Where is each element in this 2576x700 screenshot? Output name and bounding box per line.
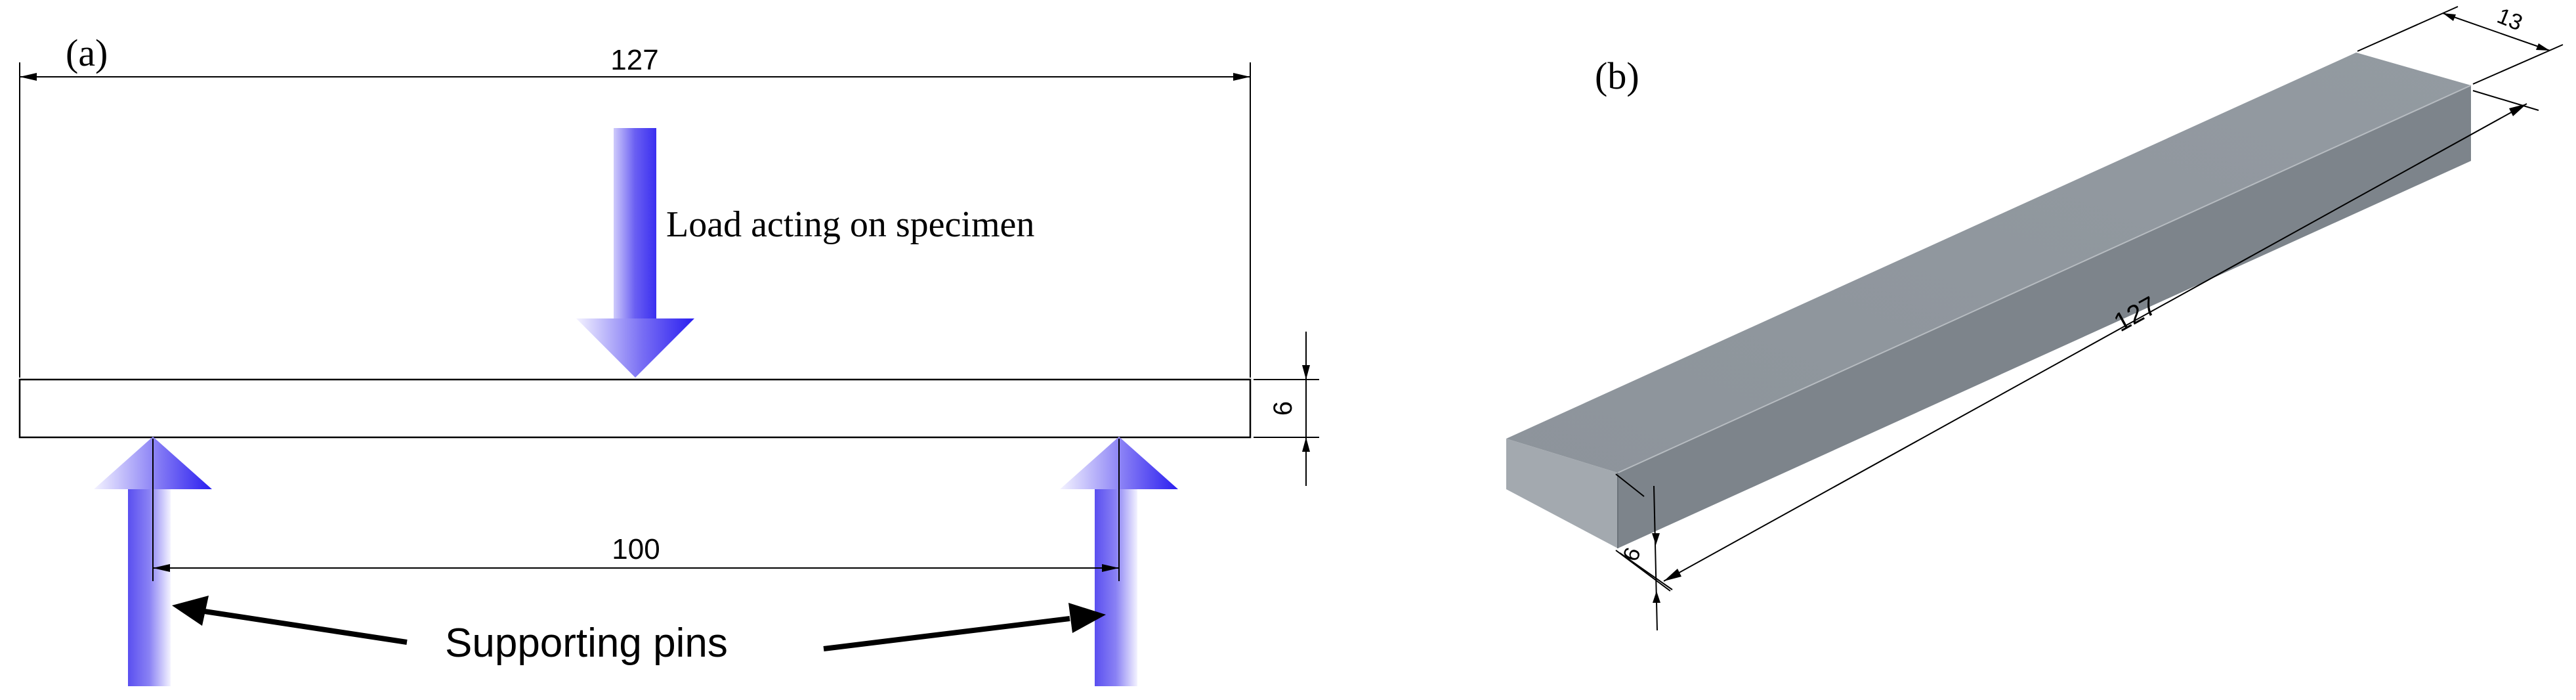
dimension-100 — [152, 439, 1120, 581]
specimen-bar — [18, 378, 1252, 439]
dimension-6-3d-label: 6 — [1618, 544, 1646, 565]
dimension-127 — [20, 73, 1250, 81]
dimension-100-label: 100 — [612, 533, 660, 565]
specimen-3d-bar — [1506, 53, 2472, 548]
support-pointer-arrows — [172, 596, 1106, 651]
load-label: Load acting on specimen — [666, 204, 1034, 245]
left-support-pin-icon — [94, 437, 212, 686]
dimension-6 — [1254, 332, 1319, 486]
panel-b-label: (b) — [1595, 55, 1639, 97]
panel-b: (b) 13 127 — [1506, 3, 2564, 631]
dimension-13 — [2357, 6, 2564, 85]
dimension-127-label: 127 — [610, 44, 658, 76]
load-arrow-icon — [576, 128, 694, 378]
load-frame-outline — [19, 62, 1251, 378]
dimension-6-label: 6 — [1269, 401, 1298, 416]
dimension-6-3d — [1615, 473, 1671, 631]
dimension-13-label: 13 — [2493, 3, 2525, 35]
panel-a-label: (a) — [66, 32, 108, 74]
supporting-pins-label: Supporting pins — [445, 621, 728, 666]
panel-a: (a) 127 6 Load acting on specimen — [18, 32, 1319, 686]
